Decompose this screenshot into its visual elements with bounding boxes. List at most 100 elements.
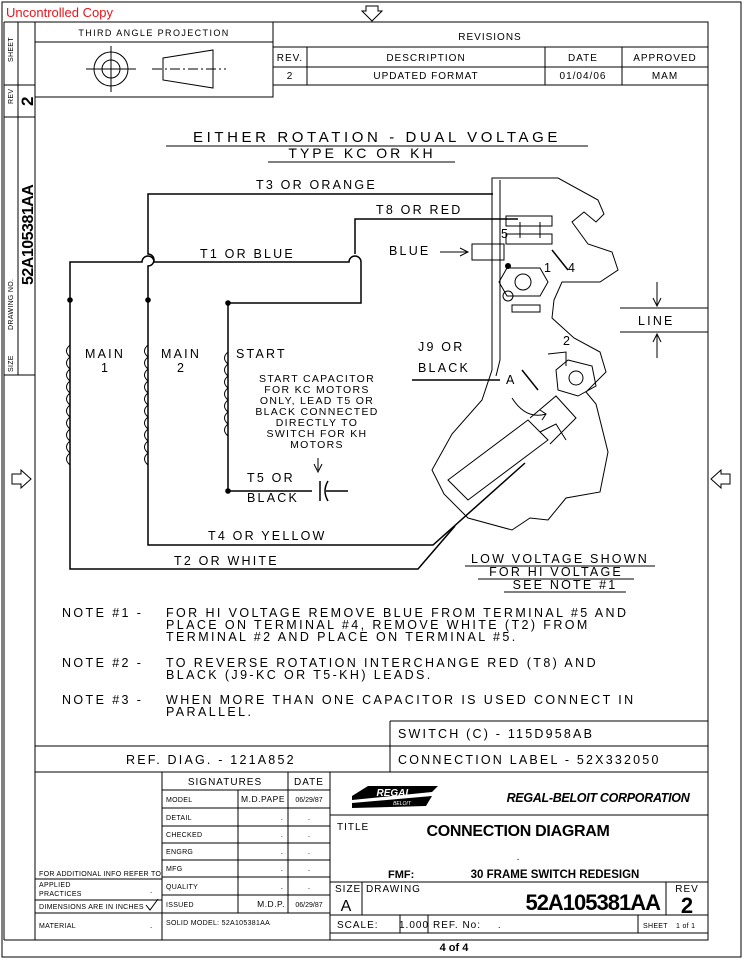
winding-start-icon [224, 351, 229, 437]
svg-text:BELOIT: BELOIT [393, 801, 412, 807]
side-rev-value: 2 [18, 97, 37, 106]
capacitor-note: START CAPACITOR FOR KC MOTORS ONLY, LEAD… [255, 373, 377, 451]
svg-text:.: . [281, 813, 283, 822]
note-1-label: NOTE #1 - [62, 606, 143, 620]
scale-value: 1.000 [399, 920, 429, 931]
rev-label: REV [675, 884, 699, 895]
title-label: TITLE [337, 822, 369, 833]
svg-text:MFG: MFG [166, 866, 182, 873]
sheet-value: 1 of 1 [676, 923, 695, 930]
terminal-2-label: 2 [563, 334, 572, 348]
sheet-label: SHEET [643, 923, 668, 930]
svg-text:.: . [308, 864, 310, 873]
terminal-a-label: A [506, 373, 517, 387]
scale-label: SCALE: [337, 920, 379, 931]
lead-t2-label: T2 OR WHITE [174, 554, 279, 568]
uncontrolled-copy-watermark: Uncontrolled Copy [6, 5, 113, 20]
side-drawing-no-label: DRAWING NO. [8, 279, 15, 330]
note-1-line3: TERMINAL #2 AND PLACE ON TERMINAL #5. [166, 630, 518, 644]
low-voltage-line1: LOW VOLTAGE SHOWN [471, 552, 649, 566]
material-value: . [150, 921, 152, 930]
projection-title: THIRD ANGLE PROJECTION [78, 28, 229, 38]
dimensions-label: DIMENSIONS ARE IN INCHES [39, 904, 144, 911]
svg-text:06/29/87: 06/29/87 [295, 902, 322, 909]
note-3-label: NOTE #3 - [62, 693, 143, 707]
winding-main2-label: MAIN [161, 347, 201, 361]
note-2-label: NOTE #2 - [62, 656, 143, 670]
terminal-4-label: 4 [568, 261, 577, 275]
ref-no-label: REF. No: [433, 920, 481, 931]
svg-text:.: . [281, 830, 283, 839]
connection-label-ref: CONNECTION LABEL - 52X332050 [398, 753, 661, 767]
winding-main-2-icon [144, 344, 149, 466]
lead-t3-label: T3 OR ORANGE [256, 178, 377, 192]
side-rev-label: REV [8, 89, 15, 104]
terminal-5-label: 5 [501, 227, 510, 241]
side-sheet-label: SHEET [8, 37, 15, 62]
svg-text:ISSUED: ISSUED [166, 902, 194, 909]
applied-label: APPLIED [39, 882, 71, 889]
signature-row: QUALITY . . [166, 882, 310, 891]
solid-model: SOLID MODEL: 52A105381AA [166, 920, 270, 927]
size-value: A [341, 898, 352, 915]
diagram-subtitle: TYPE KC OR KH [288, 145, 435, 161]
lead-t4-label: T4 OR YELLOW [208, 529, 327, 543]
company-name: REGAL-BELOIT CORPORATION [507, 791, 691, 805]
signature-row: ISSUED M.D.P. 06/29/87 [166, 899, 323, 909]
winding-start-label: START [236, 347, 287, 361]
switch-assembly-icon [431, 177, 619, 531]
revisions-title: REVISIONS [458, 32, 521, 43]
svg-text:.: . [308, 813, 310, 822]
side-drawing-no: 52A105381AA [20, 184, 37, 285]
signature-row: MFG . . [166, 864, 310, 873]
center-mark-left-icon [11, 468, 32, 490]
note-2-line1: TO REVERSE ROTATION INTERCHANGE RED (T8)… [166, 656, 598, 670]
drawing-title: CONNECTION DIAGRAM [426, 823, 609, 840]
low-voltage-line2: FOR HI VOLTAGE [489, 565, 623, 579]
note-3-line1: WHEN MORE THAN ONE CAPACITOR IS USED CON… [166, 693, 636, 707]
note-1-line2: PLACE ON TERMINAL #4, REMOVE WHITE (T2) … [166, 618, 590, 632]
notes: NOTE #1 - FOR HI VOLTAGE REMOVE BLUE FRO… [62, 606, 636, 719]
revisions-table [272, 21, 709, 86]
svg-text:.: . [281, 882, 283, 891]
fmf-value: 30 FRAME SWITCH REDESIGN [471, 869, 640, 881]
svg-text:.: . [308, 830, 310, 839]
svg-text:DETAIL: DETAIL [166, 815, 192, 822]
revision-description: UPDATED FORMAT [373, 71, 478, 82]
signature-row: DETAIL . . [166, 813, 310, 822]
svg-text:REGAL: REGAL [377, 788, 412, 799]
revision-rev: 2 [287, 71, 294, 82]
svg-text:.: . [281, 864, 283, 873]
applied-practices-value: . [150, 886, 152, 895]
signature-row: MODEL M.D.PAPE 06/29/87 [166, 794, 323, 804]
lead-j9-black-label: BLACK [418, 361, 470, 375]
lead-blue-label: BLUE [389, 244, 430, 258]
checkmark-icon [145, 898, 159, 911]
winding-main1-label: MAIN [85, 347, 125, 361]
lead-t8-label: T8 OR RED [376, 203, 462, 217]
svg-text:.: . [308, 847, 310, 856]
switch-ref: SWITCH (C) - 115D958AB [398, 727, 594, 741]
svg-text:DIRECTLY TO: DIRECTLY TO [276, 417, 358, 429]
page-indicator: 4 of 4 [440, 942, 470, 954]
svg-text:ENGRG: ENGRG [166, 849, 193, 856]
side-size-label: SIZE [8, 355, 15, 372]
svg-text:ONLY, LEAD T5 OR: ONLY, LEAD T5 OR [260, 395, 374, 407]
drawing-number: 52A105381AA [525, 890, 661, 915]
svg-text:MOTORS: MOTORS [290, 439, 344, 451]
svg-text:CHECKED: CHECKED [166, 832, 202, 839]
winding-main2-number: 2 [177, 361, 186, 375]
approved-header: APPROVED [633, 53, 697, 64]
svg-text:SWITCH FOR KH: SWITCH FOR KH [267, 428, 368, 440]
svg-text:M.D.PAPE: M.D.PAPE [241, 794, 285, 804]
signature-row: CHECKED . . [166, 830, 310, 839]
low-voltage-line3: SEE NOTE #1 [513, 578, 618, 592]
note-3-line2: PARALLEL. [166, 705, 253, 719]
note-1-line1: FOR HI VOLTAGE REMOVE BLUE FROM TERMINAL… [166, 606, 628, 620]
center-mark-top-icon [360, 5, 384, 22]
winding-main-1-icon [66, 344, 71, 466]
title-dot: . [517, 852, 520, 863]
revision-date: 01/04/06 [560, 71, 607, 82]
